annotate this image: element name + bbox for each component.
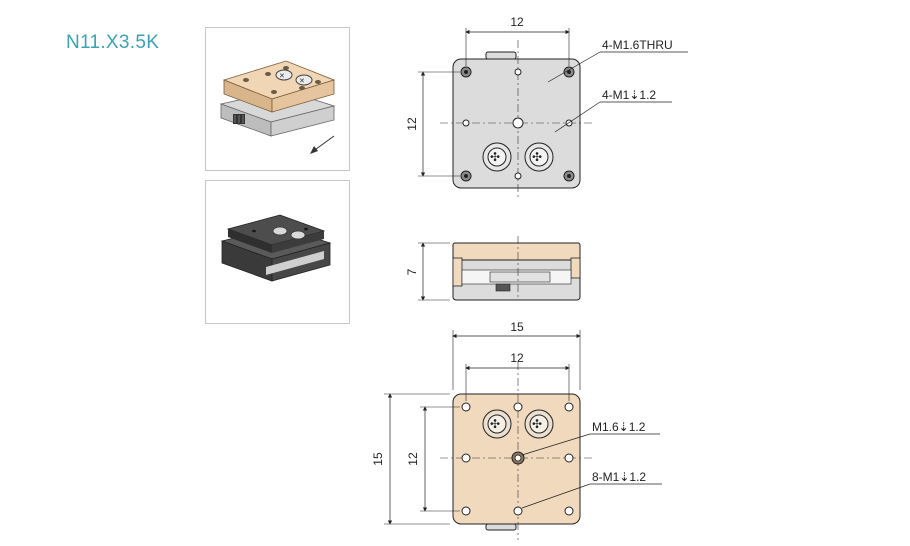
svg-text:✕: ✕ — [299, 78, 305, 85]
product-photo-black — [205, 180, 350, 324]
bottom-dim-inner-height: 12 — [406, 452, 420, 466]
top-dim-height: 12 — [405, 117, 419, 131]
top-callout-thru: 4-M1.6THRU — [602, 38, 673, 52]
bottom-view: ✣ ✣ 15 12 15 12 M1.6⇣1.2 8-M1⇣1.2 — [371, 320, 662, 540]
bottom-callout-center: M1.6⇣1.2 — [592, 420, 646, 434]
product-photo-brass: ✕ ✕ — [205, 27, 350, 171]
top-dim-width: 12 — [510, 15, 524, 29]
top-view: ✣ ✣ 12 12 4-M1.6THRU 4-M1⇣1.2 — [405, 15, 688, 200]
bottom-dim-outer-height: 15 — [371, 452, 385, 466]
svg-text:✣: ✣ — [532, 150, 542, 164]
bottom-callout-holes: 8-M1⇣1.2 — [592, 470, 646, 484]
svg-text:✕: ✕ — [279, 73, 285, 80]
side-dim-height: 7 — [405, 268, 419, 275]
model-title: N11.X3.5K — [66, 32, 160, 53]
svg-text:✣: ✣ — [490, 150, 500, 164]
bottom-dim-outer-width: 15 — [510, 320, 524, 334]
side-view: 7 — [405, 236, 581, 301]
top-callout-tap: 4-M1⇣1.2 — [602, 88, 656, 102]
bottom-dim-inner-width: 12 — [510, 351, 524, 365]
svg-text:✣: ✣ — [490, 417, 500, 431]
svg-text:✣: ✣ — [532, 417, 542, 431]
